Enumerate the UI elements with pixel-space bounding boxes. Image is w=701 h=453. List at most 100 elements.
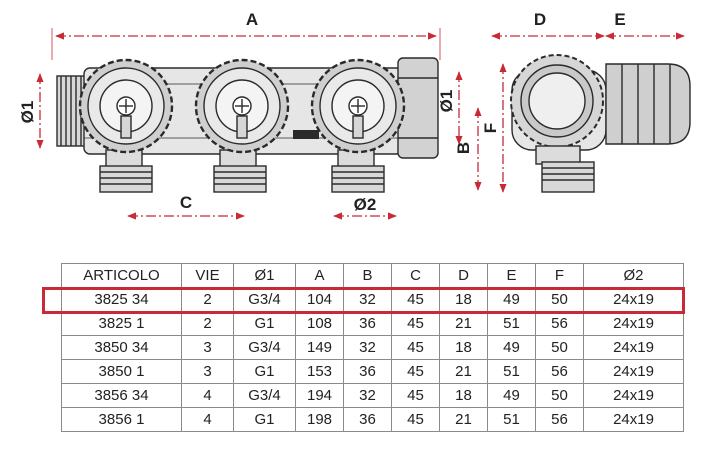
column-header: A [295, 263, 344, 288]
table-cell: 104 [295, 287, 344, 312]
table-cell: 3856 34 [61, 383, 182, 408]
table-cell: 24x19 [583, 335, 684, 360]
table-cell: 24x19 [583, 383, 684, 408]
table-cell: G1 [233, 359, 296, 384]
table-cell: 49 [487, 383, 536, 408]
table-cell: G1 [233, 311, 296, 336]
column-header: Ø2 [583, 263, 684, 288]
table-cell: 45 [391, 359, 440, 384]
table-cell: 3825 1 [61, 311, 182, 336]
table-cell: 49 [487, 287, 536, 312]
dimension-label-a: A [246, 10, 258, 29]
table-cell: 50 [535, 383, 584, 408]
table-cell: 2 [181, 287, 234, 312]
manifold-front-view [56, 57, 439, 193]
table-cell: 45 [391, 407, 440, 432]
dimension-lines [36, 28, 685, 220]
table-cell: 3 [181, 359, 234, 384]
table-cell: 4 [181, 407, 234, 432]
table-cell: 36 [343, 311, 392, 336]
table-cell: 3 [181, 335, 234, 360]
table-cell: 21 [439, 359, 488, 384]
table-cell: 3856 1 [61, 407, 182, 432]
table-cell: 18 [439, 335, 488, 360]
table-cell: 3850 34 [61, 335, 182, 360]
table-cell: 51 [487, 407, 536, 432]
valve-knob-2 [194, 58, 290, 154]
outlet-thread-3 [331, 165, 385, 193]
table-cell: 4 [181, 383, 234, 408]
table-cell: 21 [439, 407, 488, 432]
dimension-label-o1-left: Ø1 [18, 101, 37, 124]
table-cell: 32 [343, 287, 392, 312]
table-cell: 24x19 [583, 311, 684, 336]
table-cell: 3825 34 [61, 287, 182, 312]
table-cell: 2 [181, 311, 234, 336]
column-header: C [391, 263, 440, 288]
column-header: E [487, 263, 536, 288]
table-cell: 24x19 [583, 359, 684, 384]
table-cell: 50 [535, 335, 584, 360]
column-header: ARTICOLO [61, 263, 182, 288]
table-cell: 45 [391, 311, 440, 336]
table-cell: 108 [295, 311, 344, 336]
table-cell: G3/4 [233, 335, 296, 360]
table-cell: 45 [391, 287, 440, 312]
table-cell: 36 [343, 359, 392, 384]
dimension-label-o1-right: Ø1 [437, 90, 456, 113]
table-cell: 51 [487, 311, 536, 336]
outlet-thread-1 [99, 165, 153, 193]
table-cell: 56 [535, 407, 584, 432]
table-cell: G3/4 [233, 287, 296, 312]
dimension-label-e: E [614, 10, 625, 29]
column-header: D [439, 263, 488, 288]
table-cell: 51 [487, 359, 536, 384]
table-cell: 18 [439, 383, 488, 408]
brand-logo [293, 130, 319, 139]
table-cell: 36 [343, 407, 392, 432]
dimension-label-b: B [454, 142, 473, 154]
table-cell: 45 [391, 383, 440, 408]
table-cell: 18 [439, 287, 488, 312]
valve-knob-3 [310, 58, 406, 154]
table-cell: G3/4 [233, 383, 296, 408]
valve-knob-1 [78, 58, 174, 154]
column-header: VIE [181, 263, 234, 288]
table-cell: 32 [343, 335, 392, 360]
dimension-label-o2: Ø2 [354, 195, 377, 214]
column-header: Ø1 [233, 263, 296, 288]
table-cell: 50 [535, 287, 584, 312]
manifold-side-view [510, 54, 691, 193]
table-cell: 24x19 [583, 287, 684, 312]
table-cell: 24x19 [583, 407, 684, 432]
table-cell: 45 [391, 335, 440, 360]
column-header: B [343, 263, 392, 288]
table-cell: 149 [295, 335, 344, 360]
table-cell: 3850 1 [61, 359, 182, 384]
side-knob [605, 63, 691, 145]
outlet-thread-2 [213, 165, 267, 193]
dimension-label-c: C [180, 193, 192, 212]
table-cell: G1 [233, 407, 296, 432]
table-cell: 194 [295, 383, 344, 408]
table-cell: 32 [343, 383, 392, 408]
table-cell: 49 [487, 335, 536, 360]
column-header: F [535, 263, 584, 288]
manifold-technical-drawing: A D E Ø1 Ø1 B F C Ø2 [18, 10, 691, 220]
side-outlet-thread [541, 161, 595, 193]
dimension-label-f: F [481, 123, 500, 133]
table-cell: 153 [295, 359, 344, 384]
dimension-label-d: D [534, 10, 546, 29]
table-cell: 21 [439, 311, 488, 336]
table-cell: 198 [295, 407, 344, 432]
table-cell: 56 [535, 311, 584, 336]
